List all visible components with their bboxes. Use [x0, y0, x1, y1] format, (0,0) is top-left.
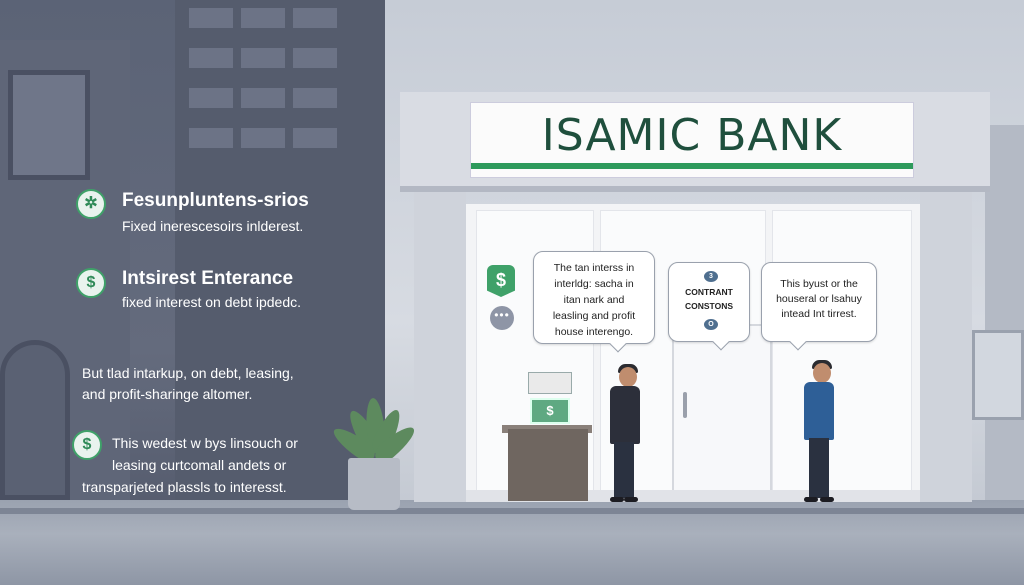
- speech-bubble-left: The tan interss in interldg: sacha in it…: [533, 251, 655, 353]
- building-window: [241, 48, 285, 68]
- pillar-left: [414, 192, 466, 502]
- feature-subtitle: Fixed inerescesoirs inlderest.: [122, 218, 304, 234]
- pillar-right: [920, 192, 972, 502]
- teller-counter: [508, 429, 588, 501]
- footer-line: transparjeted plassls to interesst.: [82, 479, 287, 495]
- feature-title: Fesunpluntens-srios: [122, 190, 309, 211]
- building-window: [293, 88, 337, 108]
- left-house: [0, 40, 130, 500]
- window-pane: [772, 210, 912, 492]
- building-window: [293, 128, 337, 148]
- feature-title: Intsirest Enterance: [122, 268, 294, 289]
- footer-line: This wedest w bys linsouch or: [112, 435, 298, 451]
- building-window: [293, 8, 337, 28]
- cloud-icon: 3: [704, 271, 718, 282]
- building-window: [189, 88, 233, 108]
- dollar-badge-icon: $: [487, 265, 515, 297]
- curb: [0, 508, 1024, 514]
- speech-bubble-right: This byust or the houseral or lsahuy int…: [761, 262, 877, 351]
- bubble-line: CONSTONS: [684, 301, 734, 311]
- feature-subtitle: fixed interest on debt ipdedc.: [122, 294, 302, 310]
- building-window: [189, 128, 233, 148]
- network-icon: ✲: [76, 189, 106, 219]
- building-window: [241, 8, 285, 28]
- bubble-line: The tan interss in: [553, 262, 635, 274]
- cash-note-icon: $: [530, 398, 570, 424]
- bubble-line: CONTRANT: [685, 287, 733, 297]
- dollar-coin-icon: $: [72, 430, 102, 460]
- bubble-line: house interengo.: [554, 326, 634, 338]
- building-window: [189, 48, 233, 68]
- sign-accent-bar: [471, 163, 913, 169]
- building-window: [241, 88, 285, 108]
- house-window: [8, 70, 90, 180]
- bank-door[interactable]: [672, 324, 772, 494]
- bank-name: ISAMIC BANK: [541, 109, 843, 161]
- bank-sign: ISAMIC BANK: [470, 102, 914, 178]
- cash-stack: [528, 372, 572, 394]
- right-house-window: [972, 330, 1024, 420]
- bubble-line: interldg: sacha in: [554, 278, 634, 290]
- bank-storefront: ISAMIC BANK $: [400, 92, 990, 512]
- building-window: [293, 48, 337, 68]
- bubble-line: leasling and profit: [552, 310, 636, 322]
- building-window: [241, 128, 285, 148]
- dollar-coin-icon: $: [76, 268, 106, 298]
- street: [0, 500, 1024, 585]
- paragraph-line: and profit-sharinge altomer.: [82, 386, 253, 402]
- bubble-line: intead Int tirrest.: [781, 308, 857, 320]
- bank-roof: ISAMIC BANK: [400, 92, 990, 192]
- cloud-icon: O: [704, 319, 718, 330]
- house-arch-door: [0, 340, 70, 500]
- more-dots-icon: •••: [490, 306, 514, 330]
- paragraph-line: But tlad intarkup, on debt, leasing,: [82, 365, 294, 381]
- door-handle[interactable]: [683, 392, 687, 418]
- right-house: [985, 125, 1024, 515]
- bubble-line: This byust or the: [780, 278, 858, 290]
- building-window: [189, 8, 233, 28]
- bubble-line: houseral or lsahuy: [776, 293, 862, 305]
- bubble-line: itan nark and: [563, 294, 625, 306]
- footer-line: leasing curtcomall andets or: [112, 457, 287, 473]
- speech-bubble-middle: 3 CONTRANT CONSTONS O: [668, 262, 750, 351]
